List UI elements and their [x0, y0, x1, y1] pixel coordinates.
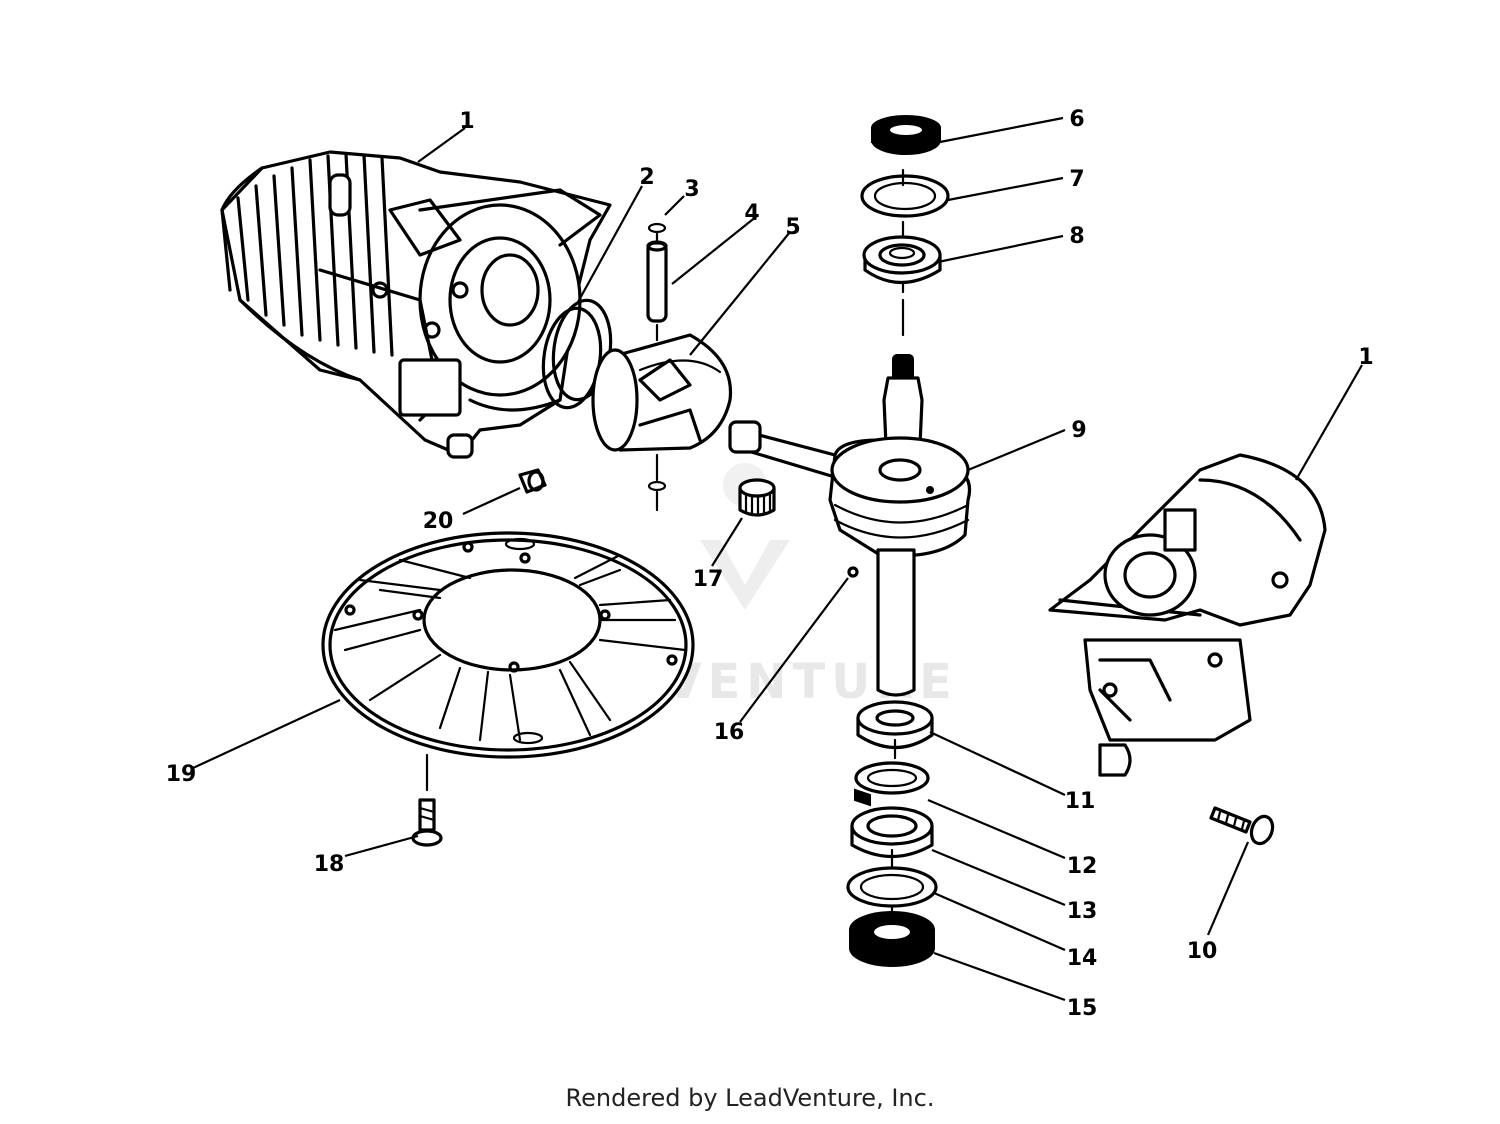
dowel-pin-part [518, 468, 547, 494]
leader-lines [192, 116, 1363, 1002]
callout-10: 10 [1187, 939, 1218, 964]
needle-bearing-part [738, 478, 776, 517]
retaining-ring-top-part [860, 174, 950, 218]
woodruff-key-part [847, 566, 859, 578]
callout-5: 5 [785, 215, 800, 240]
snap-ring-lower-part [854, 761, 930, 807]
callout-9: 9 [1071, 418, 1086, 443]
callout-1-crankcase: 1 [1358, 345, 1373, 370]
callout-7: 7 [1069, 167, 1084, 192]
callout-18: 18 [314, 852, 345, 877]
callout-3: 3 [684, 177, 699, 202]
callout-14: 14 [1067, 946, 1098, 971]
engine-block-part [220, 150, 612, 459]
callout-15: 15 [1067, 996, 1098, 1021]
oil-seal-lower-part [849, 911, 935, 967]
callout-16: 16 [714, 720, 745, 745]
crankcase-bolt-part [1209, 806, 1275, 846]
footer-credit: Rendered by LeadVenture, Inc. [565, 1084, 935, 1112]
crankshaft-part [728, 298, 972, 697]
oil-seal-top-part [871, 115, 941, 155]
callout-12: 12 [1067, 854, 1098, 879]
plate-screw-part [411, 753, 443, 847]
callout-labels: 1 2 3 4 5 6 7 8 9 1 20 17 16 19 18 11 12… [166, 107, 1374, 1021]
mounting-plate-part [321, 531, 695, 759]
callout-8: 8 [1069, 224, 1084, 249]
callout-17: 17 [693, 567, 724, 592]
callout-19: 19 [166, 762, 197, 787]
bearing-housing-lower-part [856, 700, 934, 750]
piston-part [591, 333, 733, 452]
retaining-ring-lower-part [846, 866, 938, 908]
crankcase-half-part [1048, 453, 1327, 777]
callout-20: 20 [423, 509, 454, 534]
callout-2: 2 [639, 165, 654, 190]
bearing-lower-part [850, 806, 934, 859]
callout-13: 13 [1067, 899, 1098, 924]
callout-6: 6 [1069, 107, 1084, 132]
piston-pin-part [646, 240, 668, 323]
bearing-top-part [862, 235, 942, 285]
callout-4: 4 [744, 201, 759, 226]
callout-11: 11 [1065, 789, 1096, 814]
callout-1-cylinder: 1 [459, 109, 474, 134]
